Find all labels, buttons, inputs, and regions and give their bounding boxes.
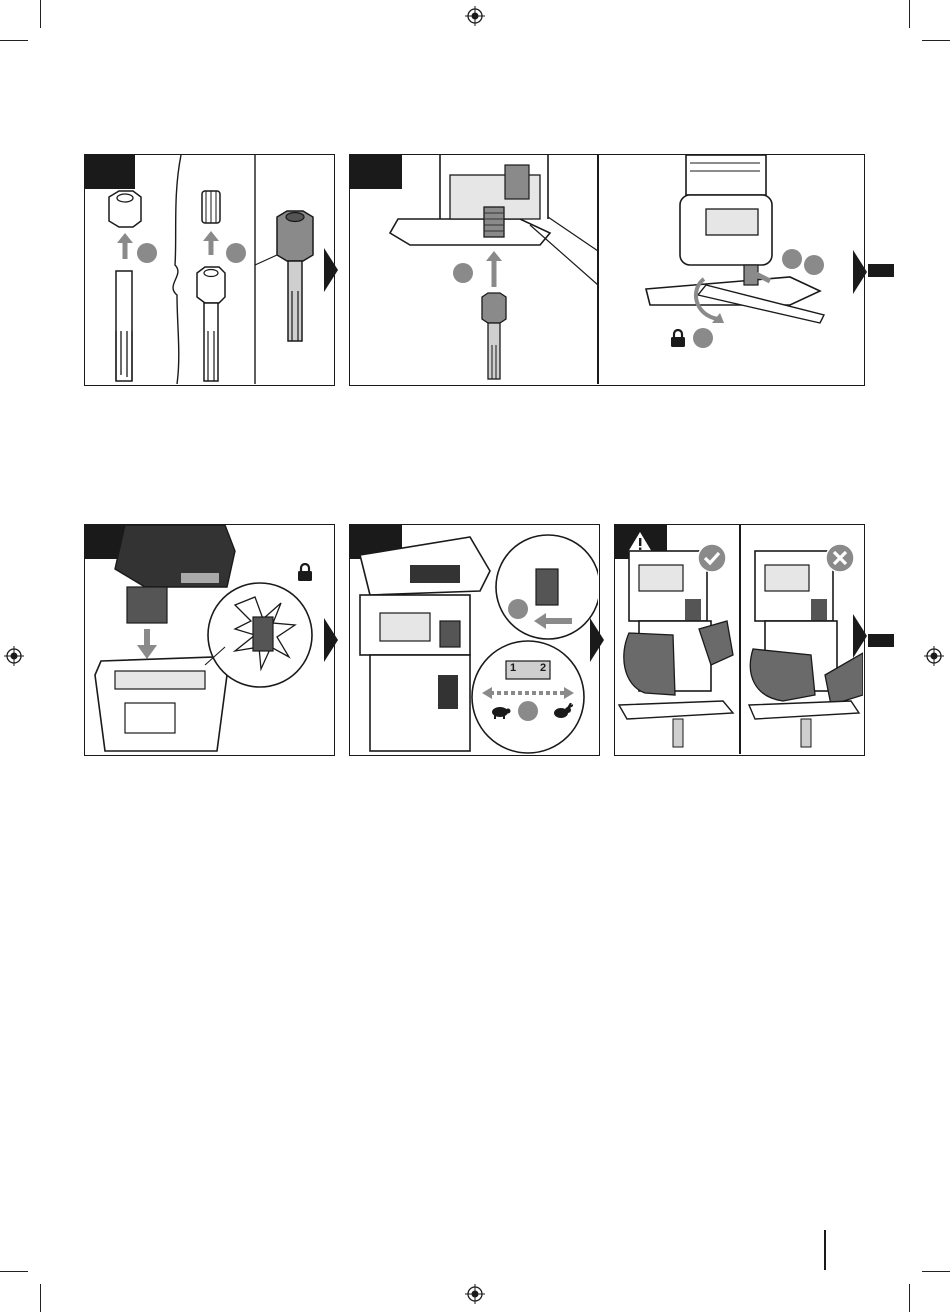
registration-mark-icon — [924, 646, 944, 666]
figure-battery-insert — [84, 524, 335, 756]
step-marker — [226, 243, 246, 263]
figure-speed-dial: 1 2 — [349, 524, 600, 756]
step-marker — [782, 249, 802, 269]
check-circle-icon — [697, 543, 727, 573]
figure-grip — [614, 524, 865, 756]
step-marker — [508, 599, 528, 619]
registration-mark-icon — [4, 646, 24, 666]
step-marker — [804, 255, 824, 275]
crop-mark — [0, 1271, 28, 1272]
next-step-arrow — [590, 618, 604, 662]
mount-bit-illustration — [350, 155, 863, 384]
next-step-arrow — [853, 250, 867, 294]
speed-setting-1: 1 — [510, 662, 516, 674]
speed-dial-illustration — [350, 525, 598, 754]
next-step-arrow — [853, 614, 867, 658]
continue-tab — [868, 634, 894, 647]
speed-setting-2: 2 — [540, 662, 546, 674]
step-marker — [453, 263, 473, 283]
crop-mark — [909, 0, 910, 28]
turtle-icon — [489, 705, 511, 719]
figure-bit-assembly — [84, 154, 335, 386]
rabbit-icon — [551, 703, 573, 719]
lock-icon — [297, 563, 313, 581]
next-step-arrow — [324, 618, 338, 662]
battery-insert-illustration — [85, 525, 333, 754]
step-marker — [693, 328, 713, 348]
step-marker — [137, 243, 157, 263]
registration-mark-icon — [465, 6, 485, 26]
margin-rule — [824, 1230, 826, 1270]
continue-tab — [868, 264, 894, 277]
crop-mark — [922, 40, 950, 41]
crop-mark — [40, 1284, 41, 1312]
crop-mark — [922, 1271, 950, 1272]
crop-mark — [40, 0, 41, 28]
crop-mark — [0, 40, 28, 41]
registration-mark-icon — [465, 1284, 485, 1304]
figure-mount-bit — [349, 154, 865, 386]
x-circle-icon — [825, 543, 855, 573]
next-step-arrow — [324, 248, 338, 292]
bit-assembly-illustration — [85, 155, 333, 384]
step-marker — [518, 701, 538, 721]
lock-icon — [670, 329, 686, 347]
crop-mark — [909, 1284, 910, 1312]
